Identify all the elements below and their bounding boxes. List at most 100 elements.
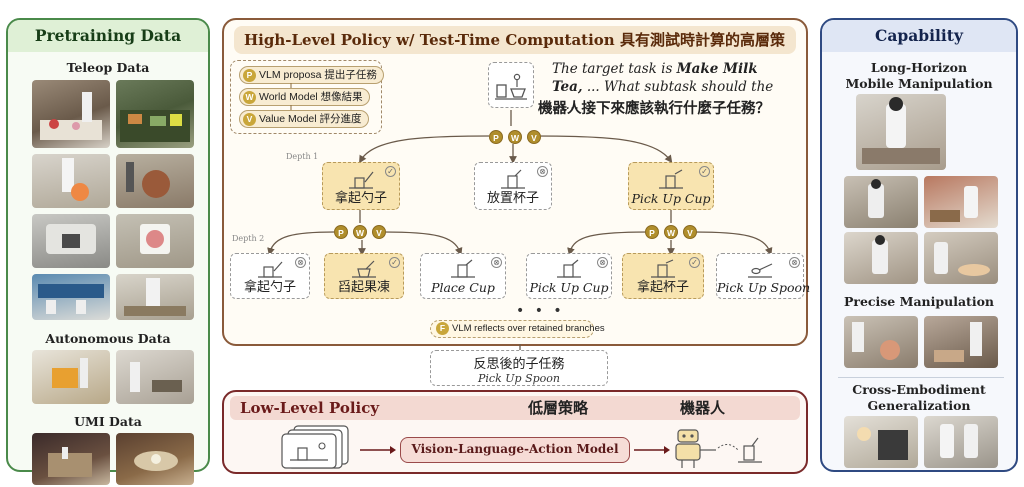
proposal-badge-icon: P (243, 68, 256, 82)
proposal-badge-icon: P (489, 130, 503, 144)
world-model-badge-icon: W (664, 225, 678, 239)
node-label: 舀起果凍 (337, 280, 390, 295)
low-level-policy-title-cn: 低層策略 (528, 399, 589, 417)
long-horizon-photo-3 (924, 176, 998, 228)
autonomous-photo-1-scene (52, 358, 88, 388)
precise-photo-1 (844, 316, 918, 368)
low-level-policy-title: Low-Level Policy (240, 399, 380, 417)
vlm-reflect-text: VLM reflects over retained branches (452, 323, 605, 334)
long-horizon-photo-2 (844, 176, 918, 228)
long-horizon-photo-4 (844, 232, 918, 284)
cross-embodiment-photo-2 (924, 416, 998, 468)
depth-1-label: Depth 1 (286, 152, 319, 161)
low-level-title-bar: Low-Level Policy 低層策略 機器人 (230, 396, 800, 420)
depth2-node-1: ⊗ 拿起勺子 (230, 253, 310, 299)
cross-embodiment-photo-1-scene (857, 427, 908, 460)
task-prefix: The target task is (552, 61, 677, 77)
spoon-cup-icon (349, 171, 374, 189)
reflected-subtask-name: Pick Up Spoon (478, 372, 560, 385)
reflected-subtask-box: 反思後的子任務 Pick Up Spoon (430, 350, 608, 386)
high-level-policy-title: High-Level Policy w/ Test-Time Computati… (234, 26, 796, 77)
teleop-photo-8-scene (124, 278, 186, 316)
capability-divider (838, 377, 1004, 378)
long-horizon-photo-5-scene (934, 242, 990, 276)
value-model-badge-icon: V (683, 225, 697, 239)
depth2-node-3: ⊗ Place Cup (420, 253, 506, 299)
umi-photo-2 (116, 433, 194, 485)
teleop-photo-8 (116, 274, 194, 320)
capability-panel: Capability Long-Horizon Mobile Manipulat… (820, 18, 1018, 472)
long-horizon-photo-4-scene (872, 235, 888, 274)
long-horizon-label-2: Mobile Manipulation (845, 76, 993, 91)
depth1-node-pick-up-cup: ✓ Pick Up Cup (628, 162, 714, 210)
cup-grab-icon (659, 169, 683, 189)
long-horizon-photo-1-scene (862, 97, 940, 164)
depth2-node-4: ⊗ Pick Up Cup (526, 253, 612, 299)
node-label: Pick Up Cup (631, 191, 711, 206)
reflected-subtask-title: 反思後的子任務 (473, 357, 565, 372)
robot-icon (675, 429, 762, 468)
value-model-badge-icon: V (372, 225, 386, 239)
teleop-photo-1-scene (40, 92, 102, 140)
pretraining-data-panel: Pretraining Data Teleop Data Autonomous … (6, 18, 210, 485)
depth1-node-place-cup: ⊗ 放置杯子 (474, 162, 552, 210)
legend-vlm-proposal-text: VLM proposa 提出子任務 (259, 69, 377, 81)
proposal-badge-icon: P (334, 225, 348, 239)
root-state-node (488, 62, 534, 108)
teleop-photo-2-scene (120, 110, 190, 142)
milk-tea-scene-icon (495, 73, 527, 100)
long-horizon-photo-2-scene (868, 179, 884, 218)
world-model-badge-icon: W (508, 130, 522, 144)
world-model-badge-icon: W (243, 90, 256, 104)
autonomous-photo-2-scene (130, 362, 182, 392)
right-arrow-icon (634, 446, 670, 454)
target-task-text: The target task is Make Milk Tea, ... Wh… (552, 60, 802, 114)
autonomous-photo-2 (116, 350, 194, 404)
long-horizon-label-1: Long-Horizon (870, 60, 968, 75)
teleop-photo-3 (32, 154, 110, 208)
umi-photo-1 (32, 433, 110, 485)
depth2-node-6: ⊗ Pick Up Spoon (716, 253, 811, 299)
node-label: Pick Up Spoon (717, 280, 811, 295)
legend-down-arrows-icon (290, 83, 292, 110)
umi-photo-1-scene (48, 447, 92, 477)
teleop-photo-4-scene (126, 162, 170, 198)
spoon-icon (748, 263, 773, 278)
pruned-x-icon: ⊗ (491, 257, 502, 268)
pwv-badges-depth1-left: P W V (334, 225, 390, 241)
pwv-badges-depth1-right: P W V (645, 225, 701, 241)
value-model-badge-icon: V (243, 112, 256, 126)
task-question: ... What subtask should the …… (552, 79, 774, 113)
long-horizon-photo-5 (924, 232, 998, 284)
depth-2-label: Depth 2 (232, 234, 265, 243)
cup-grab-icon (651, 259, 675, 278)
cross-embodiment-photo-2-scene (940, 424, 978, 458)
observation-frames-icon (281, 425, 349, 469)
legend-world-model-text: World Model 想像結果 (259, 91, 363, 103)
teleop-photo-3-scene (62, 158, 89, 201)
capability-title: Capability (822, 20, 1016, 52)
node-label: Place Cup (431, 280, 495, 295)
long-horizon-photo-1 (856, 94, 946, 170)
robot-label-cn: 機器人 (680, 399, 726, 417)
right-arrow-icon (360, 446, 396, 454)
depth2-node-2: ✓ 舀起果凍 (324, 253, 404, 299)
depth1-node-pick-spoon: ✓ 拿起勺子 (322, 162, 400, 210)
kept-check-icon: ✓ (689, 257, 700, 268)
depth2-node-5: ✓ 拿起杯子 (622, 253, 704, 299)
node-label: 放置杯子 (486, 191, 539, 206)
teleop-photo-5 (32, 214, 110, 268)
cup-icon (557, 259, 581, 278)
low-level-policy-panel: Low-Level Policy 低層策略 機器人 Vision-Languag… (222, 390, 808, 474)
pruned-x-icon: ⊗ (295, 257, 306, 268)
legend-value-model-text: Value Model 評分進度 (259, 113, 362, 125)
high-level-policy-panel: High-Level Policy w/ Test-Time Computati… (222, 18, 811, 346)
teleop-data-label: Teleop Data (66, 60, 150, 75)
teleop-photo-2 (116, 80, 194, 148)
teleop-photo-7 (32, 274, 110, 320)
cross-embodiment-label-1: Cross-Embodiment (852, 382, 986, 397)
teleop-photo-6 (116, 214, 194, 268)
